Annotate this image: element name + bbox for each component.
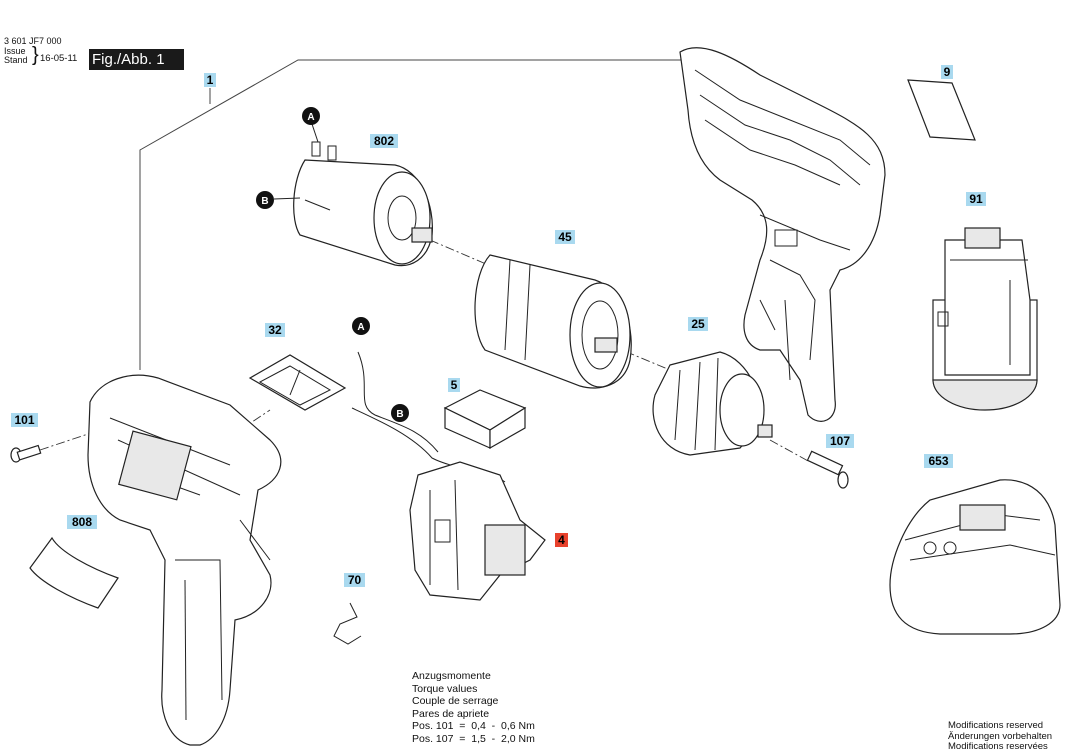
chuck-25 <box>652 351 773 456</box>
screw-101 <box>10 444 42 463</box>
issue-label: Issue <box>4 46 26 56</box>
svg-text:A: A <box>357 322 364 333</box>
callout-5: 5 <box>448 378 460 392</box>
leader-housing <box>139 59 690 370</box>
label-sleeve-808 <box>29 536 119 609</box>
marker-a-motor: A <box>302 107 320 143</box>
svg-text:5: 5 <box>451 378 458 392</box>
battery-pack-91 <box>932 227 1038 411</box>
axis-gear-chuck <box>609 344 671 371</box>
modifications-fr: Modifications reservées <box>948 741 1048 752</box>
modifications-note: Modifications reserved Änderungen vorbeh… <box>948 720 1053 753</box>
brace-glyph: } <box>32 44 39 66</box>
svg-text:101: 101 <box>14 413 34 427</box>
part-number: 3 601 JF7 000 <box>4 36 62 46</box>
housing-half-right <box>679 47 886 422</box>
callout-802: 802 <box>370 134 398 148</box>
svg-text:107: 107 <box>830 434 850 448</box>
cover-32 <box>248 354 347 411</box>
axis-chuck-screw <box>769 439 811 463</box>
callout-808: 808 <box>67 515 97 529</box>
callout-91: 91 <box>966 192 986 206</box>
svg-text:653: 653 <box>928 454 948 468</box>
svg-text:9: 9 <box>944 65 951 79</box>
gearbox-45 <box>474 254 632 389</box>
svg-text:1: 1 <box>207 73 214 87</box>
switch-4 <box>351 351 546 601</box>
callout-4: 4 <box>555 533 568 547</box>
torque-title-de: Anzugsmomente <box>412 670 491 682</box>
callout-653: 653 <box>924 454 953 468</box>
svg-text:25: 25 <box>691 317 705 331</box>
issue-stand-labels: Issue Stand <box>4 47 28 65</box>
callout-101: 101 <box>11 413 38 427</box>
callout-25: 25 <box>688 317 708 331</box>
callout-32: 32 <box>265 323 285 337</box>
torque-pos-107: Pos. 107 = 1,5 - 2,0 Nm <box>412 732 535 745</box>
callout-1: 1 <box>204 73 216 87</box>
svg-text:32: 32 <box>268 323 282 337</box>
spring-clip-70 <box>333 602 362 645</box>
torque-title-fr: Couple de serrage <box>412 695 499 707</box>
svg-text:808: 808 <box>72 515 92 529</box>
label-sticker-9 <box>907 79 976 141</box>
stand-label: Stand <box>4 55 28 65</box>
torque-title-es: Pares de apriete <box>412 707 490 720</box>
callout-45: 45 <box>555 230 575 244</box>
svg-text:91: 91 <box>969 192 983 206</box>
torque-pos-101: Pos. 101 = 0,4 - 0,6 Nm <box>412 720 535 732</box>
svg-text:802: 802 <box>374 134 394 148</box>
modifications-en: Modifications reserved <box>948 720 1044 731</box>
marker-b-motor: B <box>256 191 301 209</box>
torque-notes: Anzugsmomente Torque values Couple de se… <box>412 670 535 745</box>
marker-a-wire: A <box>352 317 370 335</box>
cover-5 <box>443 389 527 450</box>
marker-b-wire: B <box>391 404 409 422</box>
svg-text:45: 45 <box>558 230 572 244</box>
housing-half-left <box>87 374 282 746</box>
torque-title-en: Torque values <box>412 682 478 695</box>
callout-70: 70 <box>344 573 365 587</box>
charger-653 <box>889 479 1061 635</box>
screw-107 <box>806 450 849 489</box>
svg-text:A: A <box>307 112 314 123</box>
svg-text:B: B <box>396 409 403 420</box>
svg-text:70: 70 <box>348 573 362 587</box>
figure-title: Fig./Abb. 1 <box>89 49 184 70</box>
motor-802 <box>293 141 433 267</box>
modifications-de: Änderungen vorbehalten <box>948 730 1053 742</box>
callout-9: 9 <box>941 65 953 79</box>
issue-date: 16-05-11 <box>40 53 78 64</box>
svg-text:B: B <box>261 196 268 207</box>
svg-text:4: 4 <box>558 533 565 547</box>
callout-107: 107 <box>826 434 854 448</box>
